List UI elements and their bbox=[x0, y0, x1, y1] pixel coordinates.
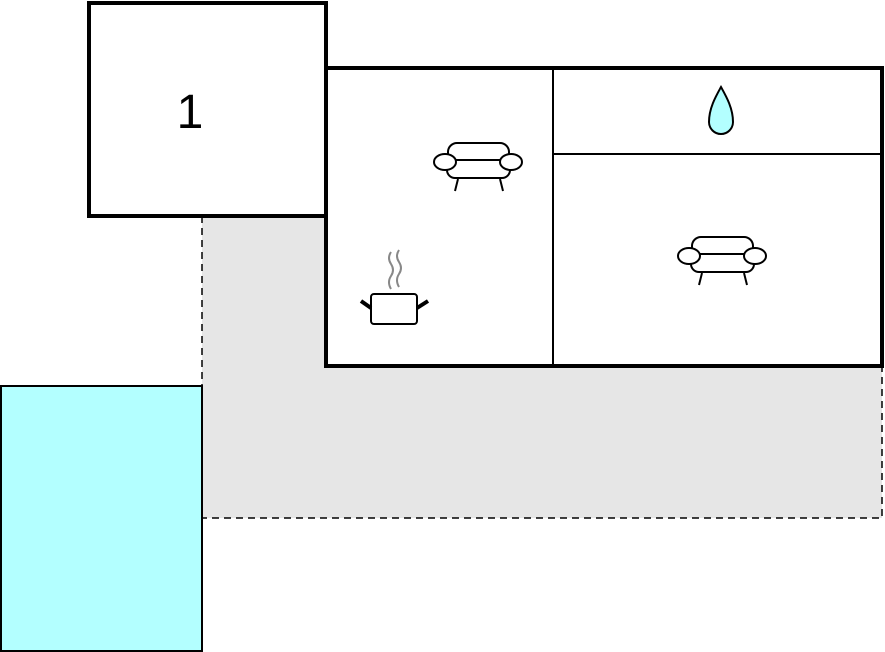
main-house bbox=[324, 66, 884, 368]
room-number-label: 1 bbox=[177, 86, 204, 139]
swimming-pool bbox=[0, 385, 203, 652]
cooking-pot-icon bbox=[359, 249, 430, 325]
sofa-icon bbox=[433, 142, 523, 192]
water-drop-icon bbox=[707, 84, 735, 135]
terrace-dashed-border bbox=[201, 216, 883, 519]
sofa-icon bbox=[677, 236, 767, 286]
room-1 bbox=[87, 1, 328, 218]
